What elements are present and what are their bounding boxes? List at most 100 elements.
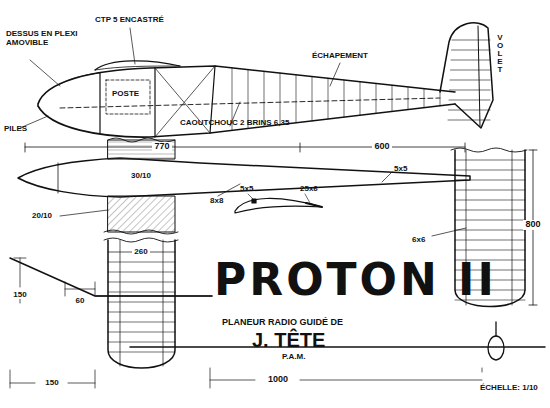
side-view-stroke — [106, 80, 150, 114]
fuselage-ribs-stroke — [296, 75, 297, 123]
note: CTP 5 ENCASTRÉ — [95, 16, 164, 25]
top-view-stroke — [108, 196, 175, 232]
wing-section-stroke — [248, 194, 253, 199]
side-view-stroke — [478, 26, 480, 126]
tailplane-ribs-stroke — [455, 180, 525, 181]
top-view-stroke — [18, 158, 470, 197]
fin-ribs — [448, 40, 490, 120]
part-name: PILES — [4, 125, 27, 134]
fin-ribs-stroke — [451, 70, 491, 71]
tailplane-ribs-stroke — [455, 170, 525, 171]
dimension: 600 — [372, 142, 391, 152]
fin-ribs-stroke — [451, 60, 490, 61]
top-view-stroke — [451, 148, 527, 152]
top-view-stroke — [108, 240, 175, 368]
wing-ribs-stroke — [108, 322, 175, 323]
wing-ribs-stroke — [108, 302, 175, 303]
side-view-stroke — [60, 98, 440, 108]
dimension: 6x6 — [412, 236, 425, 245]
wing-ribs-stroke — [108, 342, 175, 343]
wing-ribs-stroke — [108, 352, 175, 353]
wing-ribs-stroke — [108, 262, 175, 263]
fuselage-ribs-stroke — [328, 78, 329, 119]
dimension: 25x6 — [300, 185, 318, 194]
dimension: 1000 — [266, 375, 290, 385]
dimension: 5x5 — [240, 185, 253, 194]
top-view-stroke — [104, 238, 178, 242]
front-view-stroke — [130, 346, 545, 348]
wing-section-stroke — [305, 194, 310, 203]
part-name: VOLET — [496, 34, 504, 74]
side-view-stroke — [95, 61, 180, 70]
dimension: 260 — [132, 248, 149, 257]
wing-ribs-stroke — [108, 312, 175, 313]
fin-ribs-stroke — [448, 120, 490, 121]
side-view-stroke — [25, 143, 465, 152]
tailplane-ribs-stroke — [455, 240, 525, 241]
note: ÉCHAPEMENT — [312, 52, 368, 61]
tailplane-ribs-stroke — [455, 160, 525, 161]
fuselage-ribs-stroke — [360, 82, 361, 116]
side-view-stroke — [95, 66, 180, 70]
front-view-stroke — [488, 336, 504, 360]
fuselage-ribs-stroke — [280, 73, 281, 125]
tailplane-ribs-stroke — [455, 220, 525, 221]
front-view — [10, 258, 545, 388]
wing-ribs-stroke — [108, 332, 175, 333]
front-view-stroke — [495, 322, 496, 336]
wing-section — [235, 194, 322, 213]
front-view-stroke — [210, 368, 482, 388]
top-view-stroke — [104, 230, 178, 234]
fuselage-ribs-stroke — [392, 85, 393, 111]
top-view-stroke — [58, 163, 59, 193]
fuselage-ribs-stroke — [344, 80, 345, 117]
side-view-stroke — [130, 28, 135, 64]
fin-ribs-stroke — [450, 80, 490, 81]
dimension: 30/10 — [129, 172, 153, 181]
tailplane-ribs-stroke — [455, 250, 525, 251]
dimension: 150 — [43, 379, 60, 388]
fuselage-ribs-stroke — [376, 83, 377, 113]
dimension: 770 — [152, 142, 171, 152]
wing-ribs — [108, 262, 175, 352]
dimension: 20/10 — [32, 212, 52, 221]
fuselage-ribs-stroke — [424, 89, 425, 108]
caption-line: PLANEUR RADIO GUIDÉ DE — [222, 318, 343, 328]
side-view — [20, 23, 493, 152]
top-view-stroke — [218, 184, 240, 196]
tailplane-ribs-stroke — [455, 210, 525, 211]
side-view-stroke — [60, 73, 100, 84]
wing-ribs-stroke — [108, 282, 175, 283]
dimension: 800 — [523, 220, 542, 230]
side-view-stroke — [30, 60, 60, 86]
dimension: 8x8 — [210, 197, 223, 206]
top-view-stroke — [382, 172, 392, 182]
tailplane-ribs-stroke — [455, 230, 525, 231]
note: DESSUS EN PLEXI AMOVIBLE — [6, 30, 88, 48]
plan-title: PROTON II — [214, 258, 497, 302]
top-view — [18, 138, 537, 368]
dimension: 150 — [11, 291, 28, 300]
note: CAOUTCHOUC 2 BRINS 6,35 — [180, 119, 289, 128]
side-view-stroke — [154, 68, 155, 137]
top-view-stroke — [432, 228, 466, 236]
side-view-stroke — [37, 104, 38, 106]
front-view-stroke — [65, 282, 95, 296]
fuselage-ribs-stroke — [440, 90, 441, 105]
fin-ribs-stroke — [452, 40, 490, 41]
fin-ribs-stroke — [450, 90, 491, 91]
top-view-stroke — [108, 140, 175, 159]
fin-ribs-stroke — [452, 50, 491, 51]
side-view-stroke — [440, 23, 493, 128]
front-view-stroke — [10, 370, 95, 388]
wing-section-stroke — [252, 199, 256, 203]
wing-ribs-stroke — [108, 272, 175, 273]
fin-ribs-stroke — [449, 110, 491, 111]
club-name: P.A.M. — [282, 353, 305, 362]
wing-section-stroke — [306, 203, 322, 207]
fuselage-ribs-stroke — [312, 77, 313, 121]
wing-ribs-stroke — [108, 292, 175, 293]
dimension: 5x5 — [394, 165, 407, 174]
fuselage-ribs-stroke — [408, 87, 409, 110]
